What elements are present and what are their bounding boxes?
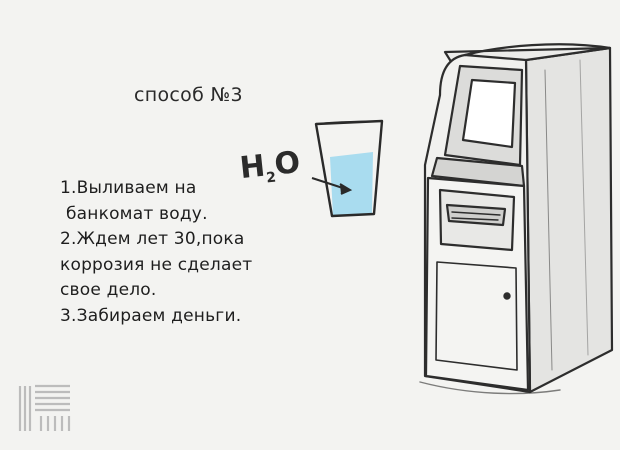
arrow-icon — [311, 177, 353, 195]
step-line: свое дело. — [60, 280, 157, 300]
step-line: 2.Ждем лет 30,пока — [60, 229, 245, 249]
glass-of-water-icon — [314, 119, 384, 218]
step-line: 1.Выливаем на — [60, 178, 197, 198]
step-line: 3.Забираем деньги. — [60, 305, 242, 326]
page-title: способ №3 — [134, 84, 243, 106]
atm-machine-icon — [419, 43, 614, 395]
watermark-logo — [18, 384, 71, 431]
steps-list: 1.Выливаем на банкомат воду. 2.Ждем лет … — [60, 176, 290, 329]
step-line: коррозия не сделает — [60, 254, 253, 275]
step-line: банкомат воду. — [66, 203, 208, 224]
